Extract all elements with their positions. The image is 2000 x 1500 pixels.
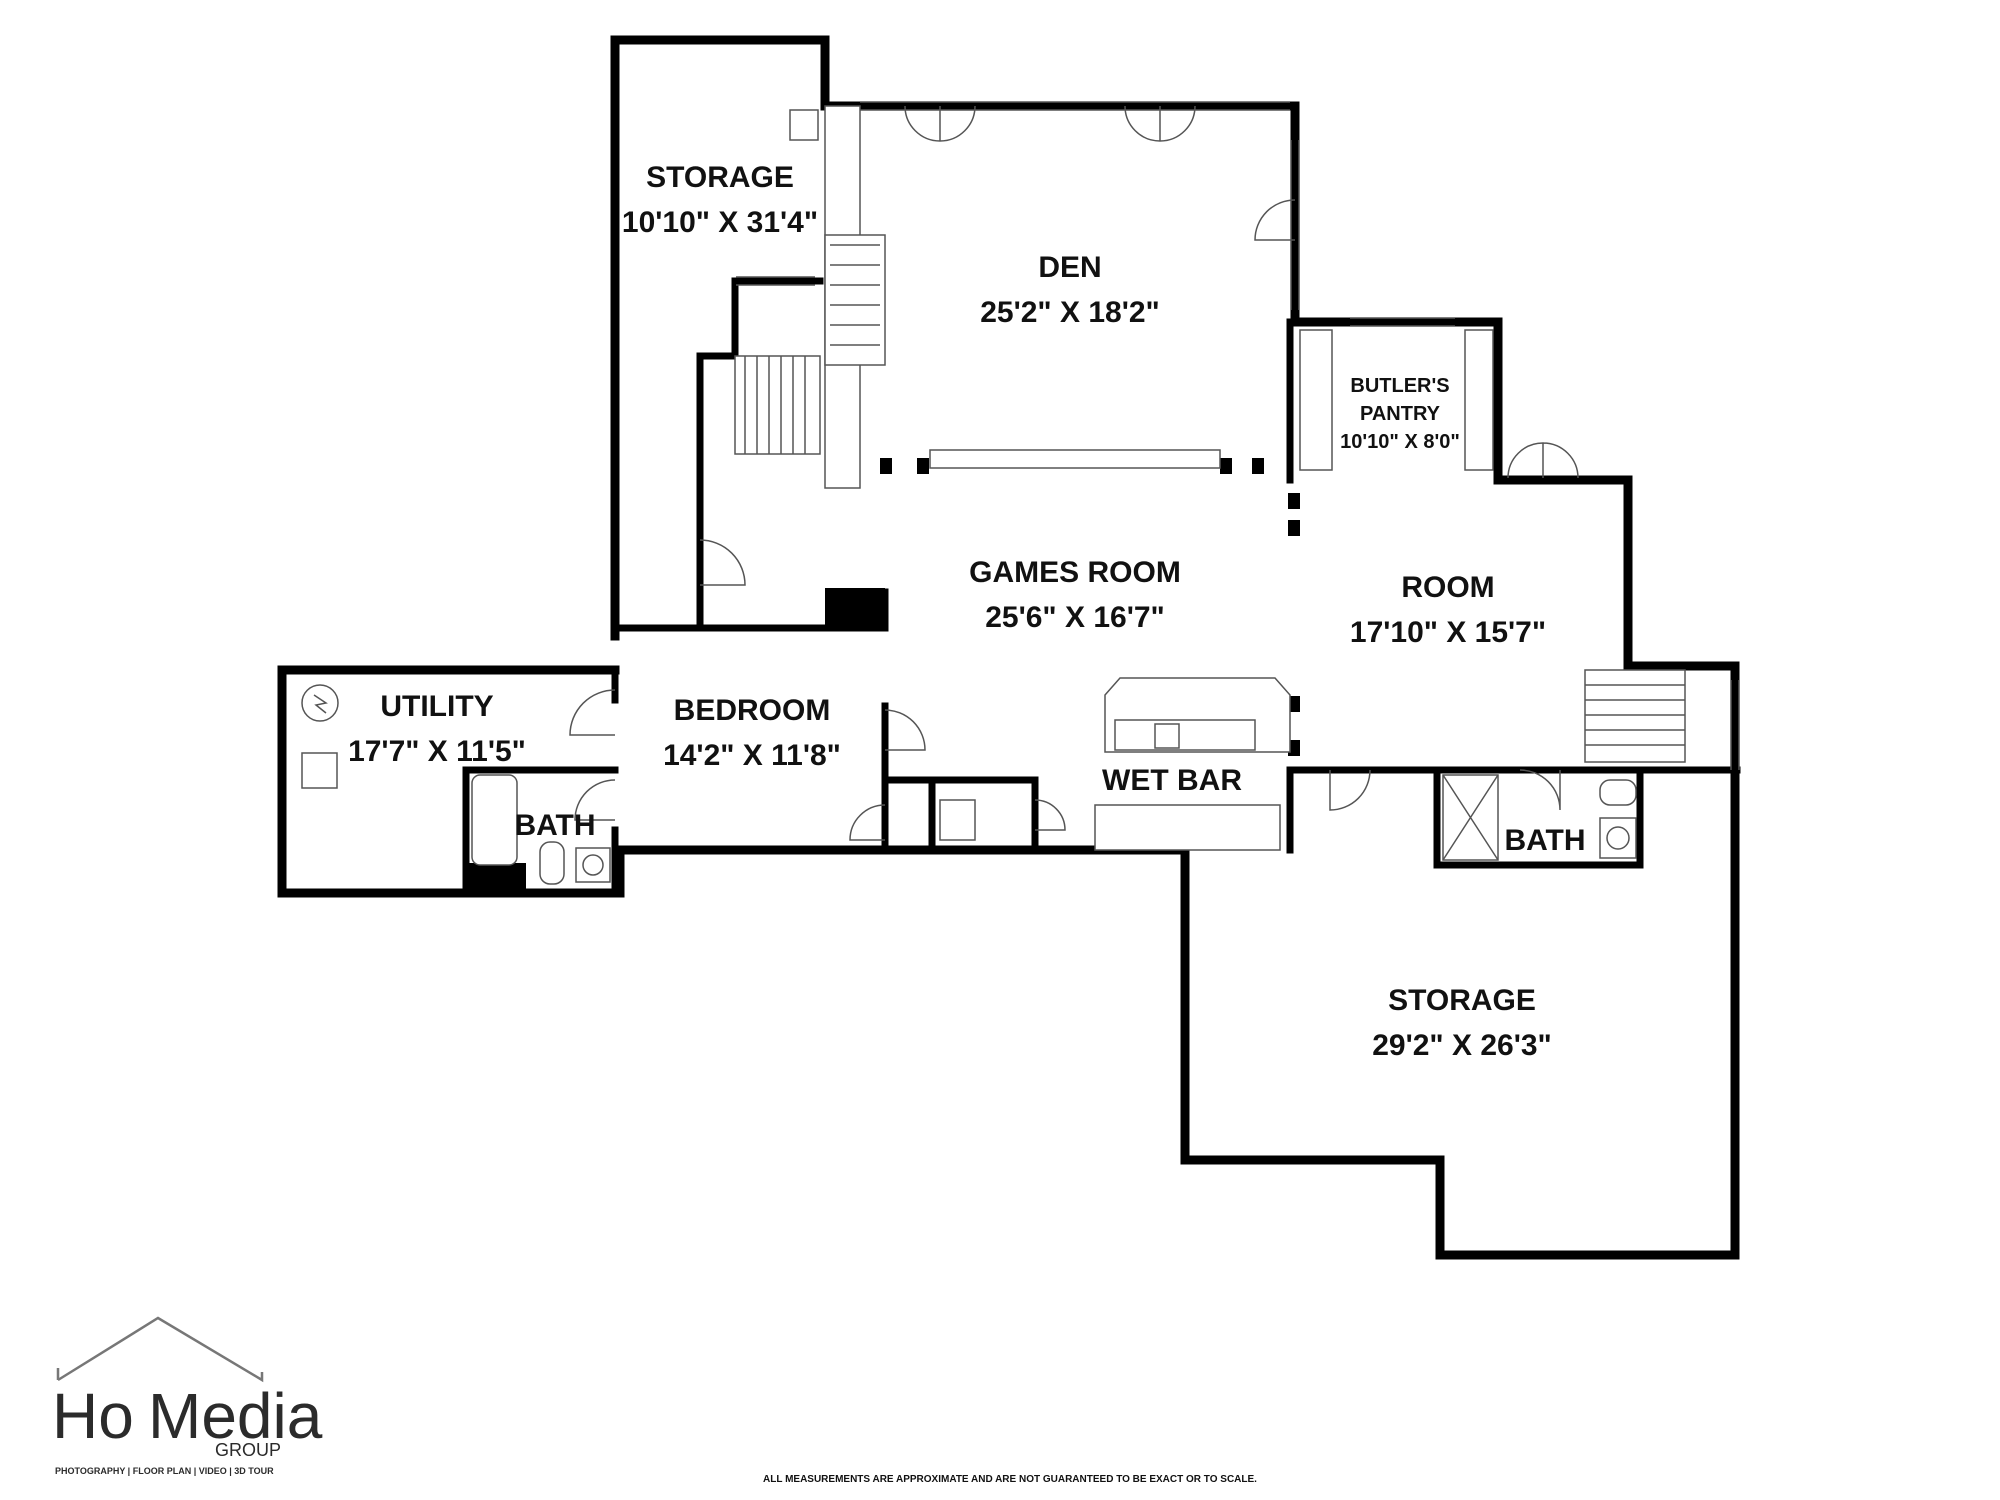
den-name: DEN — [1038, 251, 1101, 284]
den-dims: 25'2" X 18'2" — [980, 296, 1160, 329]
fireplace — [789, 105, 1221, 489]
homedia-logo: Ho Media GROUP PHOTOGRAPHY | FLOOR PLAN … — [52, 1316, 323, 1476]
room-labels: STORAGE 10'10" X 31'4" DEN 25'2" X 18'2"… — [348, 161, 1585, 1062]
utility-name: UTILITY — [380, 690, 493, 723]
storage-top-dims: 10'10" X 31'4" — [622, 206, 818, 239]
logo-tagline: PHOTOGRAPHY | FLOOR PLAN | VIDEO | 3D TO… — [55, 1466, 274, 1476]
storage-bottom-dims: 29'2" X 26'3" — [1372, 1029, 1552, 1062]
wet-bar-name: WET BAR — [1102, 764, 1242, 797]
butlers-pantry-dims: 10'10" X 8'0" — [1340, 431, 1460, 453]
room-name: ROOM — [1401, 571, 1494, 604]
games-room-name: GAMES ROOM — [969, 556, 1181, 589]
utility-dims: 17'7" X 11'5" — [348, 735, 526, 768]
logo-brand-part2: Media — [148, 1380, 323, 1452]
house-roof-icon — [56, 1316, 264, 1383]
structural-columns — [466, 103, 1300, 893]
games-room-dims: 25'6" X 16'7" — [985, 601, 1165, 634]
bedroom-dims: 14'2" X 11'8" — [663, 739, 841, 772]
stairs-lower — [1584, 669, 1686, 763]
fixtures — [301, 329, 1637, 885]
storage-top-name: STORAGE — [646, 161, 794, 194]
logo-group: GROUP — [215, 1440, 281, 1460]
butlers-pantry-name-2: PANTRY — [1360, 403, 1441, 425]
doors — [569, 105, 1579, 841]
windows — [736, 101, 1740, 770]
butlers-pantry-name-1: BUTLER'S — [1350, 375, 1449, 397]
room-dims: 17'10" X 15'7" — [1350, 616, 1546, 649]
bath-right-name: BATH — [1504, 824, 1585, 857]
bedroom-name: BEDROOM — [674, 694, 831, 727]
disclaimer: ALL MEASUREMENTS ARE APPROXIMATE AND ARE… — [763, 1474, 1257, 1485]
bath-left-name: BATH — [514, 809, 595, 842]
storage-bottom-name: STORAGE — [1388, 984, 1536, 1017]
logo-brand-part1: Ho — [52, 1380, 134, 1452]
stairs-upper — [734, 355, 821, 455]
